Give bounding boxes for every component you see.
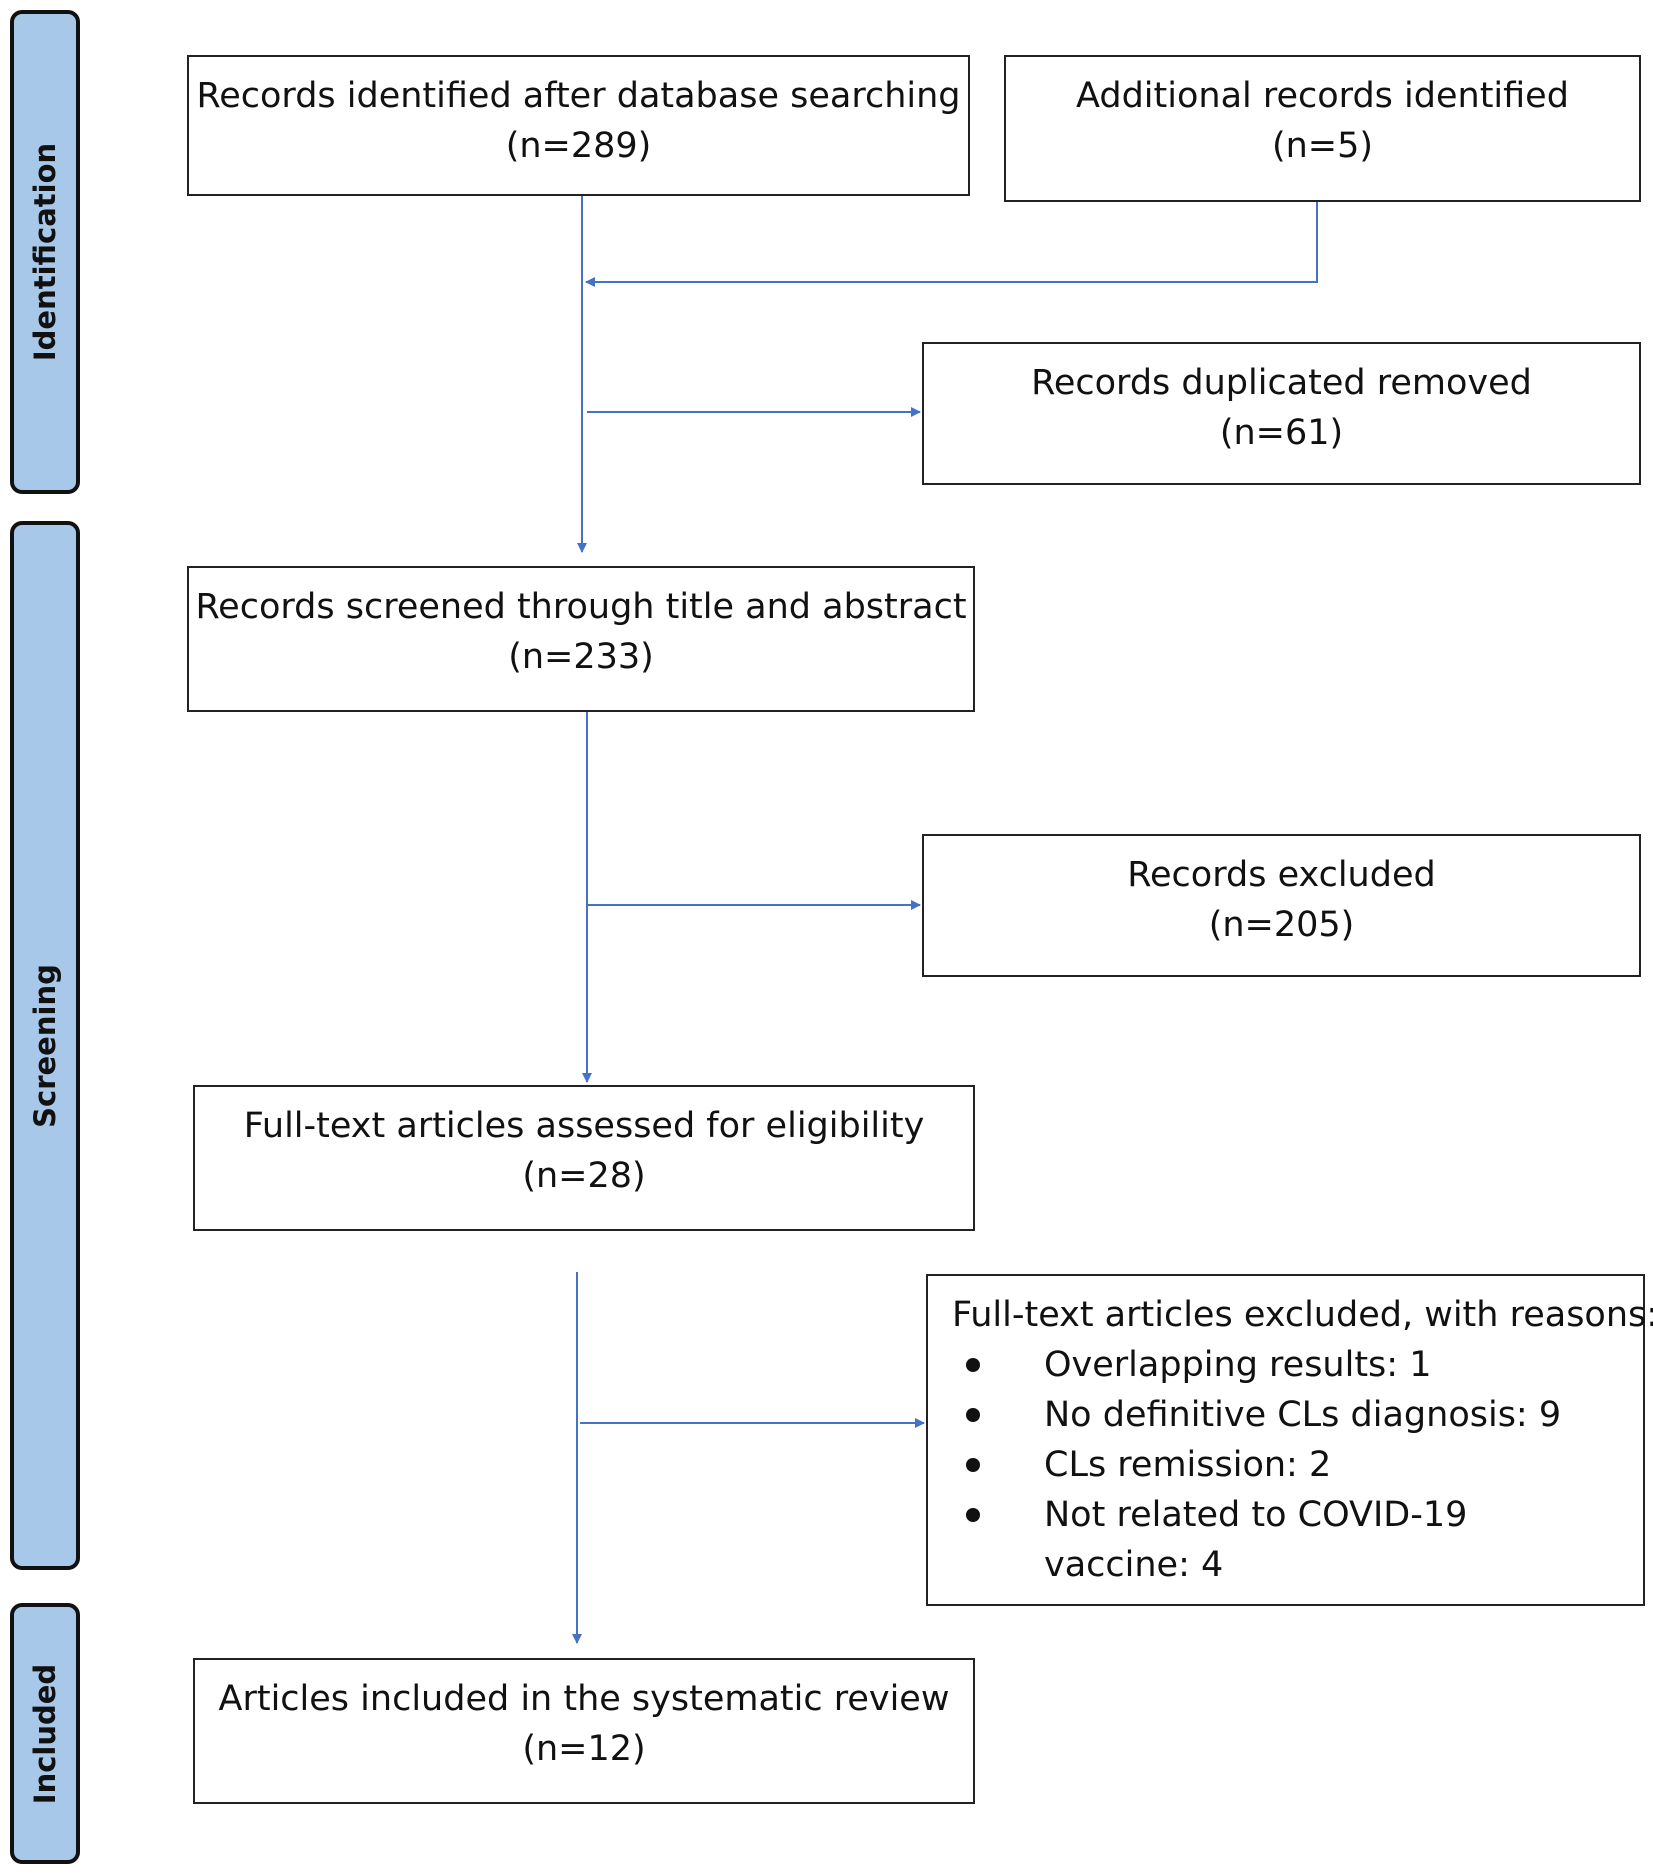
phase-included: Included [10, 1603, 80, 1864]
bullet-icon [966, 1508, 980, 1522]
records-screened-title: Records screened through title and abstr… [195, 587, 967, 627]
exclusion-reason: Overlapping results: 1 [952, 1340, 1624, 1390]
database-search-title: Records identified after database search… [196, 76, 961, 116]
box-database-search: Records identified after database search… [187, 55, 970, 196]
exclusion-reason-text: No definitive CLs diagnosis: 9 [1044, 1395, 1562, 1435]
additional-records-title: Additional records identified [1076, 76, 1569, 116]
articles-included-count: (n=12) [522, 1729, 646, 1769]
box-fulltext-assessed: Full-text articles assessed for eligibil… [193, 1085, 975, 1231]
fulltext-assessed-title: Full-text articles assessed for eligibil… [243, 1106, 925, 1146]
bullet-icon [966, 1358, 980, 1372]
fulltext-excluded-title: Full-text articles excluded, with reason… [952, 1295, 1653, 1335]
box-additional-records: Additional records identified (n=5) [1004, 55, 1641, 202]
phase-identification: Identification [10, 10, 80, 494]
exclusion-reasons-list: Overlapping results: 1 No definitive CLs… [952, 1340, 1624, 1590]
articles-included-title: Articles included in the systematic revi… [218, 1679, 950, 1719]
fulltext-assessed-count: (n=28) [522, 1156, 646, 1196]
duplicates-removed-count: (n=61) [1219, 413, 1344, 453]
duplicates-removed-title: Records duplicated removed [1031, 363, 1532, 403]
records-excluded-count: (n=205) [1208, 905, 1355, 945]
records-screened-count: (n=233) [508, 637, 654, 677]
connector-additional-to-main [585, 202, 1318, 287]
bullet-icon [966, 1458, 980, 1472]
records-excluded-title: Records excluded [1127, 855, 1436, 895]
box-articles-included: Articles included in the systematic revi… [193, 1658, 975, 1804]
box-records-excluded: Records excluded (n=205) [922, 834, 1641, 977]
database-search-count: (n=289) [505, 126, 652, 166]
bullet-icon [966, 1408, 980, 1422]
additional-records-count: (n=5) [1271, 126, 1374, 166]
box-duplicates-removed: Records duplicated removed (n=61) [922, 342, 1641, 485]
box-records-screened: Records screened through title and abstr… [187, 566, 975, 712]
exclusion-reason: No definitive CLs diagnosis: 9 [952, 1390, 1624, 1440]
exclusion-reason-text: Overlapping results: 1 [1044, 1345, 1432, 1385]
exclusion-reason: CLs remission: 2 [952, 1440, 1624, 1490]
box-fulltext-excluded: Full-text articles excluded, with reason… [926, 1274, 1653, 1606]
exclusion-reason-text: Not related to COVID-19 vaccine: 4 [1044, 1495, 1468, 1585]
exclusion-reason: Not related to COVID-19 vaccine: 4 [952, 1490, 1624, 1590]
exclusion-reason-text: CLs remission: 2 [1044, 1445, 1332, 1485]
phase-screening: Screening [10, 521, 80, 1570]
